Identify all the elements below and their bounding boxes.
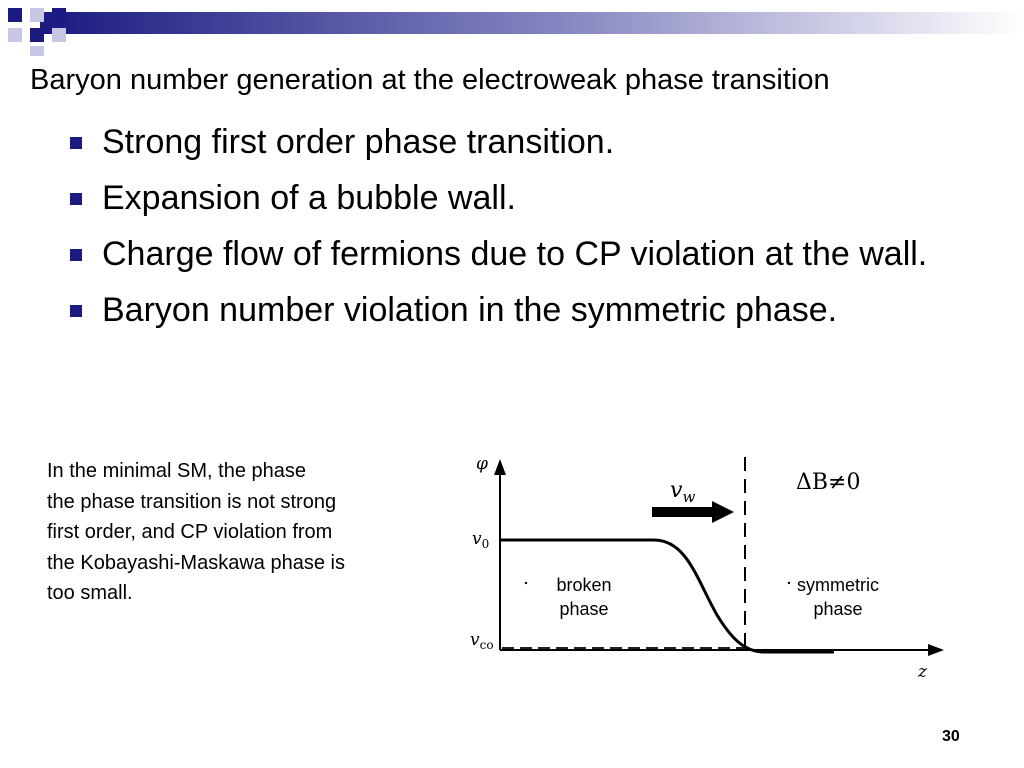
bullet-text: Strong first order phase transition. [102,123,615,161]
wall-velocity-arrow [652,501,734,523]
note-line: first order, and CP violation from [47,521,333,543]
bullet-item: Strong first order phase transition. [70,118,990,167]
bullet-text: Charge flow of fermions due to CP violat… [102,235,928,273]
x-axis-label: z [917,662,928,682]
bullet-text: Baryon number violation in the symmetric… [102,291,838,329]
field-profile-curve [500,538,834,654]
side-note: In the minimal SM, the phase the phase t… [47,456,447,609]
note-line: In the minimal SM, the phase [47,460,307,482]
y-axis-label: φ [476,454,488,474]
y-axis-arrowhead [494,459,506,475]
page-number: 30 [942,728,960,745]
vco-label: vco [470,630,494,652]
dot-mark [524,581,528,585]
broken-phase-label-line2: phase [559,599,608,619]
square-bullet-icon [70,249,82,261]
top-decoration-bar [8,8,1024,56]
note-line: the Kobayashi-Maskawa phase is [47,551,345,574]
note-line: the phase transition is not strong [47,490,337,513]
bubble-wall-diagram: φ z v0 vco vw ΔB≠0 broken phase symmetri… [470,454,944,682]
wall-velocity-label: vw [670,478,695,506]
broken-phase-label-line1: broken [556,575,611,595]
slide-title: Baryon number generation at the electrow… [30,64,830,96]
bullet-text: Expansion of a bubble wall. [102,179,516,217]
symmetric-phase-label-line2: phase [813,599,862,619]
square-bullet-icon [70,193,82,205]
bullet-list: Strong first order phase transition. Exp… [70,118,990,342]
note-line: too small. [47,582,133,604]
square-bullet-icon [70,137,82,149]
bullet-item: Expansion of a bubble wall. [70,174,990,223]
square-bullet-icon [70,305,82,317]
dot-mark [787,581,791,585]
v0-label: v0 [472,529,489,551]
x-axis-arrowhead [928,644,944,656]
corner-squares-decoration [8,8,66,56]
bullet-item: Charge flow of fermions due to CP violat… [70,230,990,279]
delta-b-label: ΔB≠0 [796,470,861,495]
symmetric-phase-label-line1: symmetric [797,575,879,595]
bullet-item: Baryon number violation in the symmetric… [70,286,990,335]
